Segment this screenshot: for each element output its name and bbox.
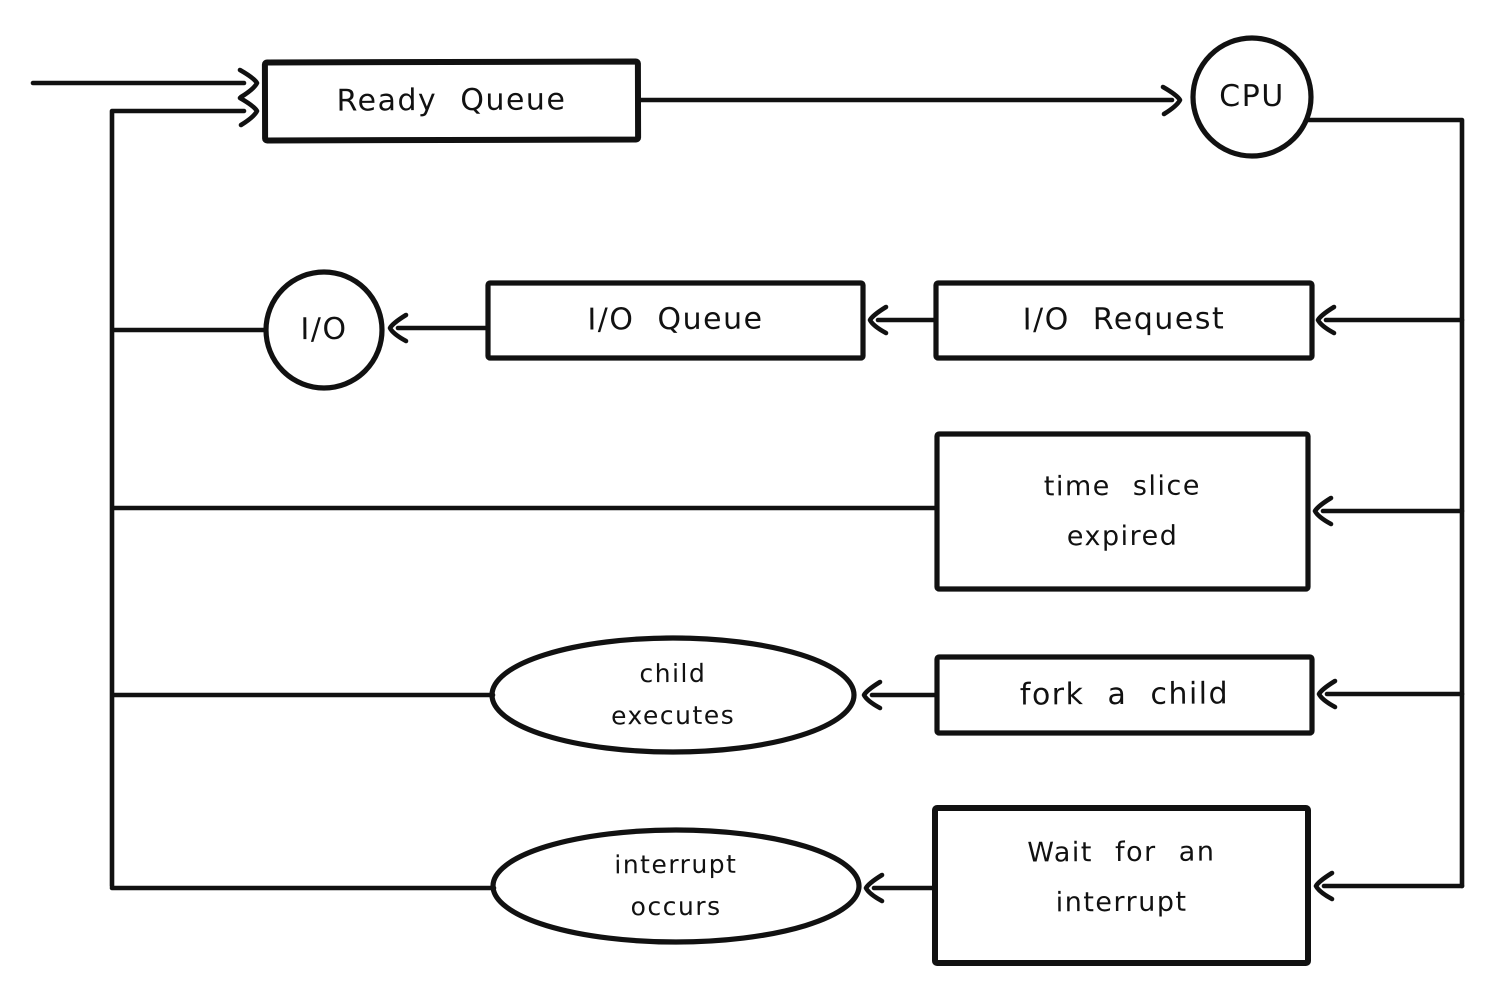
- io-circle: [263, 269, 385, 391]
- arrowhead-into-io: [387, 312, 409, 344]
- io-request-box: [933, 280, 1315, 361]
- arrowhead-into-io-queue: [867, 304, 889, 336]
- arrowhead-feedback-ready: [237, 95, 260, 128]
- edge-cpu-dispatch-vertical: [1304, 117, 1465, 889]
- edge-feedback-left-vertical: [109, 108, 247, 889]
- arrowhead-into-time-slice: [1312, 495, 1334, 527]
- arrowhead-into-io-request: [1315, 304, 1337, 336]
- arrowheads: [237, 67, 1338, 904]
- cpu-circle: [1190, 35, 1314, 159]
- connector-lines: [30, 80, 1465, 891]
- node-outlines: [261, 35, 1315, 966]
- arrowhead-into-cpu: [1160, 84, 1183, 117]
- arrowhead-into-child-executes: [861, 679, 883, 711]
- interrupt-occurs-ellipse: [490, 827, 862, 945]
- io-queue-box: [485, 280, 866, 361]
- fork-child-box: [934, 654, 1315, 736]
- arrowhead-into-fork: [1316, 678, 1338, 710]
- arrowhead-into-interrupt-occurs: [863, 872, 885, 904]
- arrowhead-into-wait-interrupt: [1313, 870, 1335, 902]
- child-executes-ellipse: [489, 635, 857, 755]
- time-slice-box: [934, 431, 1311, 592]
- arrowhead-external-ready: [237, 67, 260, 100]
- wait-interrupt-box: [932, 805, 1311, 966]
- ready-queue-box: [261, 58, 642, 144]
